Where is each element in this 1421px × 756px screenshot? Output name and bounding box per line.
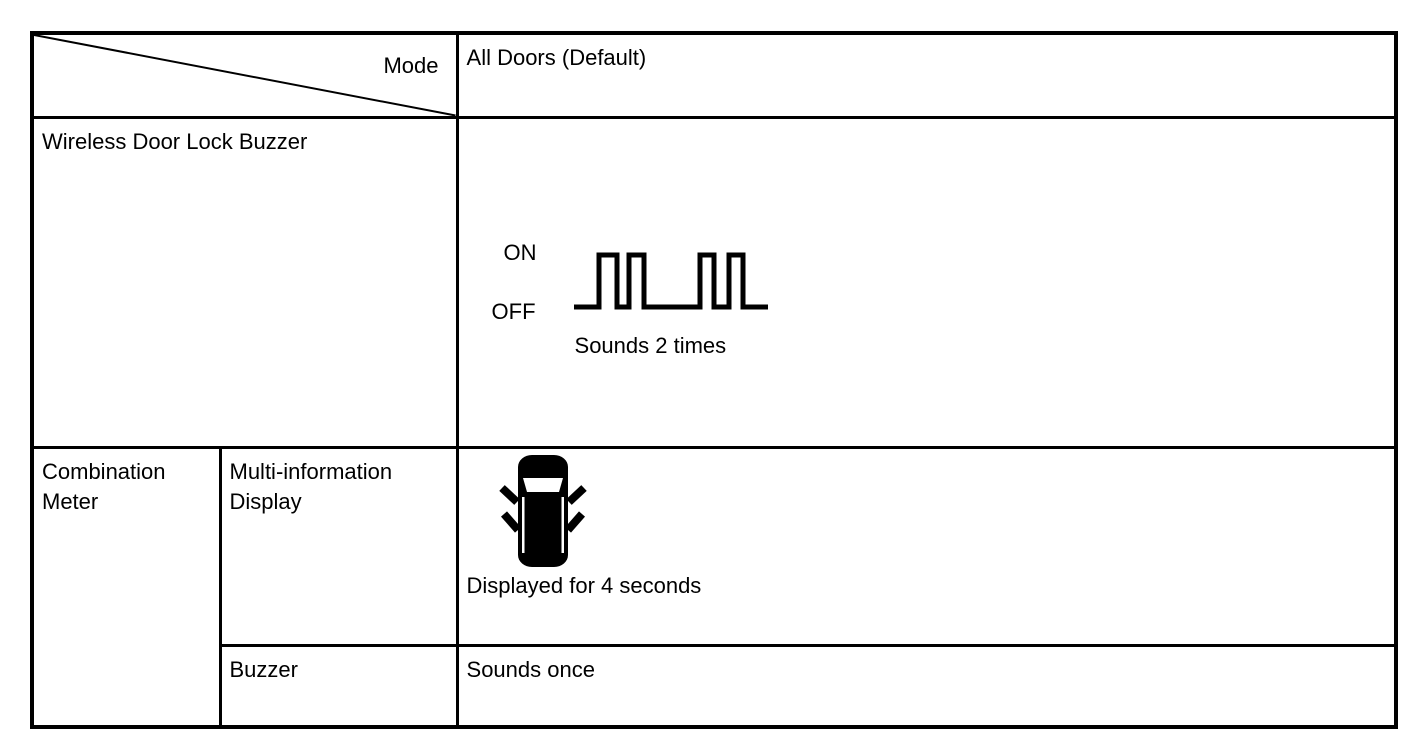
multi-information-display-behavior: Displayed for 4 seconds bbox=[466, 572, 702, 598]
diagonal-divider-line bbox=[34, 35, 456, 116]
buzzer-label: Buzzer bbox=[229, 656, 298, 682]
buzzer-waveform-cell: ON OFF Sounds 2 times bbox=[455, 115, 1398, 449]
mode-settings-table: Mode All Doors (Default) Wireless Door L… bbox=[30, 31, 1398, 729]
car-doors-open-icon bbox=[498, 454, 587, 567]
mode-value-cell: All Doors (Default) bbox=[455, 31, 1398, 119]
multi-information-display-behavior-cell: Displayed for 4 seconds bbox=[455, 445, 1398, 647]
waveform-off-label: OFF bbox=[491, 298, 536, 324]
mode-header-cell: Mode bbox=[30, 31, 459, 119]
multi-information-display-label: Multi-information Display bbox=[229, 458, 393, 515]
buzzer-cell: Buzzer bbox=[218, 643, 459, 729]
wireless-door-lock-buzzer-label: Wireless Door Lock Buzzer bbox=[42, 128, 308, 154]
combination-meter-cell: Combination Meter bbox=[30, 445, 222, 729]
waveform-on-label: ON bbox=[503, 239, 537, 265]
wireless-door-lock-buzzer-cell: Wireless Door Lock Buzzer bbox=[30, 115, 459, 449]
mode-header-label: Mode bbox=[383, 53, 439, 78]
mode-value-text: All Doors (Default) bbox=[466, 45, 647, 70]
combination-meter-label: Combination Meter bbox=[42, 458, 166, 515]
buzzer-behavior: Sounds once bbox=[466, 656, 595, 682]
buzzer-behavior-cell: Sounds once bbox=[455, 643, 1398, 729]
multi-information-display-cell: Multi-information Display bbox=[218, 445, 459, 647]
waveform-caption: Sounds 2 times bbox=[574, 332, 727, 358]
buzzer-waveform-icon bbox=[573, 252, 768, 309]
